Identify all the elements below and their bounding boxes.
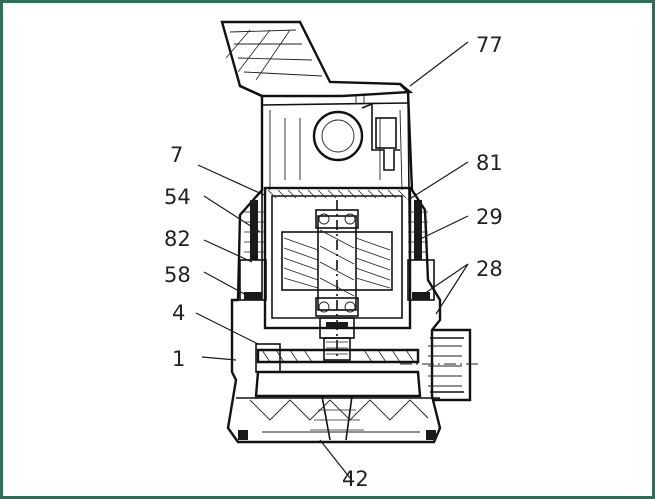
callout-58: 58: [164, 263, 191, 287]
callout-77: 77: [476, 33, 503, 57]
callout-29: 29: [476, 205, 503, 229]
lower-bearing: [315, 297, 359, 317]
callout-1: 1: [172, 347, 185, 371]
callout-82: 82: [164, 227, 191, 251]
cable-connector: [312, 96, 400, 171]
handle: [220, 20, 414, 98]
callout-81: 81: [476, 151, 503, 175]
callout-42: 42: [342, 467, 369, 491]
outlet-port: [400, 328, 480, 402]
callout-4: 4: [172, 301, 185, 325]
leader-lines: [195, 41, 469, 479]
callout-7: 7: [170, 143, 183, 167]
base-strainer: [236, 370, 440, 441]
side-bolts: [244, 200, 428, 260]
motor-windings: [281, 200, 393, 360]
outer-housing: [226, 83, 442, 444]
upper-bearing: [315, 209, 359, 229]
callout-28: 28: [476, 257, 503, 281]
callout-54: 54: [164, 185, 191, 209]
callout-labels: 77 7 81 54 29 82 28 58 4 1 42: [164, 33, 503, 491]
shaft-seal: [319, 317, 355, 361]
